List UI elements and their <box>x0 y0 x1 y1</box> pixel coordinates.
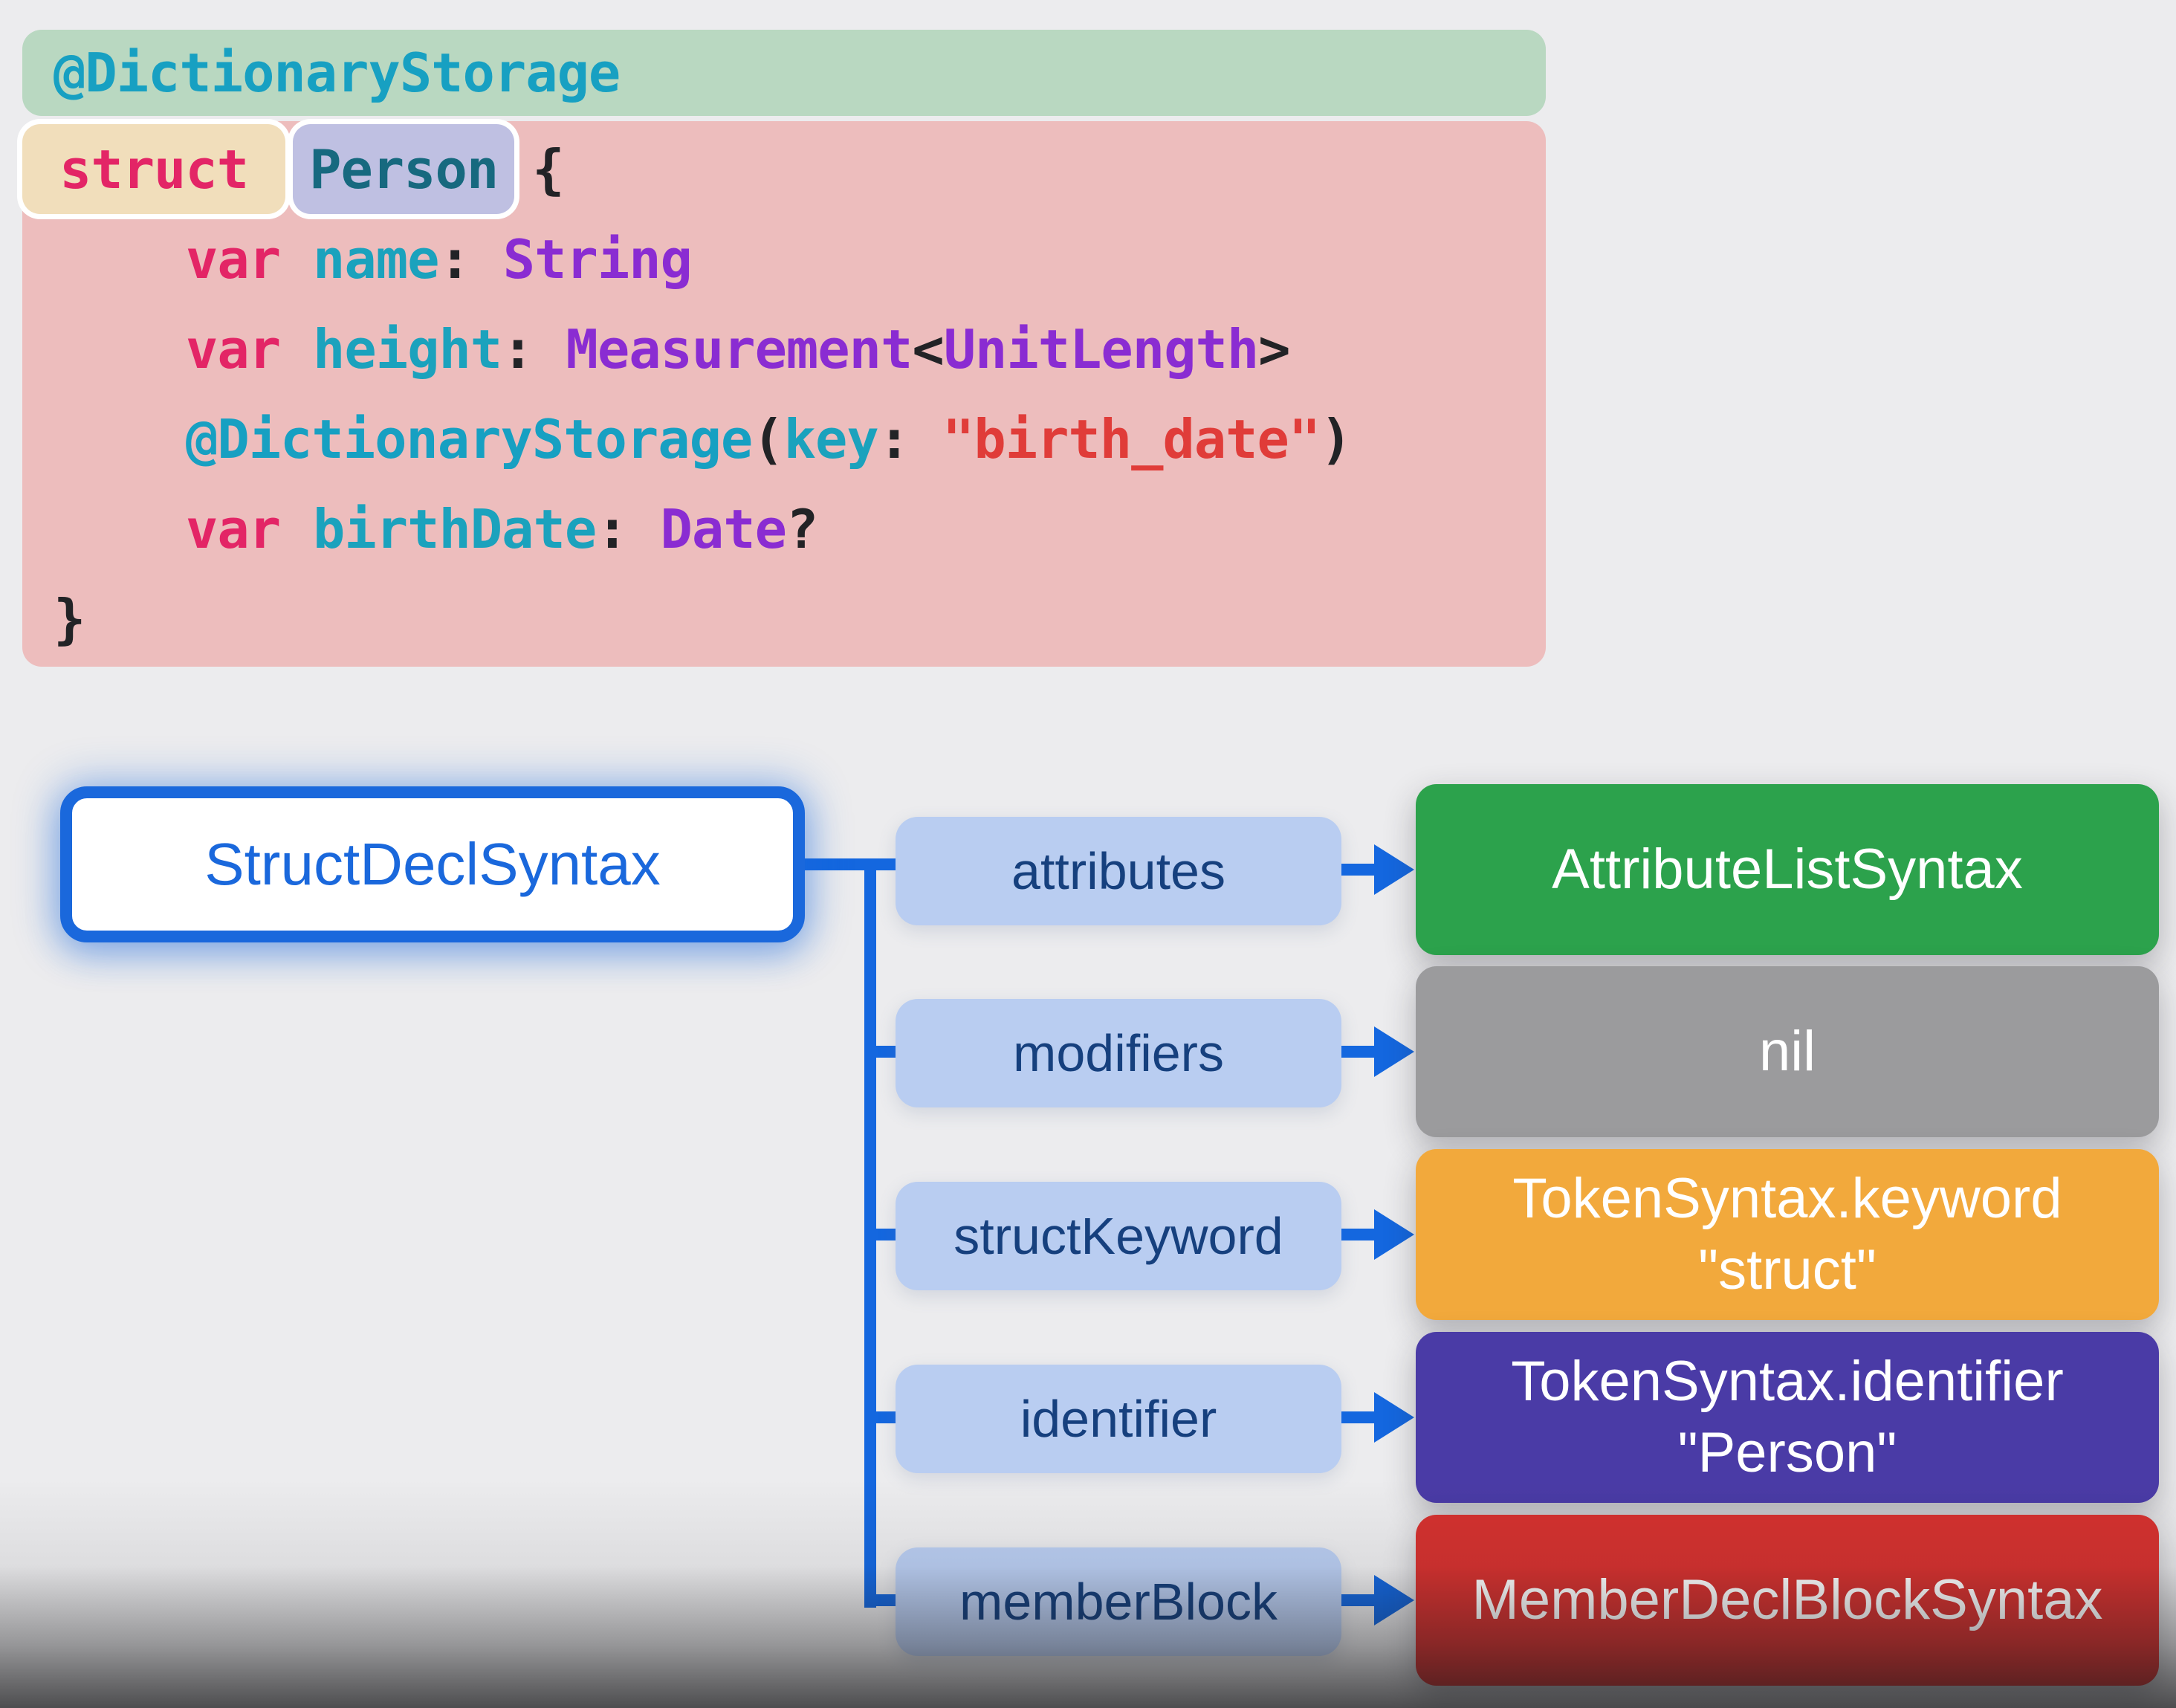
row-label: identifier <box>896 1365 1341 1473</box>
colon-token: : <box>878 407 910 470</box>
value-text-line2: "Person" <box>1677 1421 1897 1484</box>
value-node: AttributeListSyntax <box>1416 784 2159 955</box>
tree-row-memberblock: memberBlock MemberDeclBlockSyntax <box>0 1515 2176 1686</box>
row-label: structKeyword <box>896 1182 1341 1290</box>
arrow-icon <box>1374 1575 1414 1625</box>
root-node-structdeclsyntax: StructDeclSyntax <box>60 786 805 942</box>
code-line-var-height: var height : Measurement < UnitLength > <box>22 304 1546 394</box>
attribute-token: @DictionaryStorage <box>186 407 753 470</box>
code-line-declaration: struct Person { <box>22 124 1546 214</box>
tree-row-modifiers: modifiers nil <box>0 966 2176 1137</box>
arrow-icon <box>1341 1411 1379 1423</box>
tree-row-structkeyword: structKeyword TokenSyntax.keyword "struc… <box>0 1149 2176 1320</box>
colon-token: : <box>502 317 534 381</box>
attribute-token: @DictionaryStorage <box>54 42 621 104</box>
open-paren-token: ( <box>752 407 784 470</box>
colon-token: : <box>596 497 628 560</box>
type-name-chip: Person <box>293 124 515 214</box>
close-angle-token: > <box>1258 317 1290 381</box>
value-text: AttributeListSyntax <box>1552 838 2023 901</box>
value-node: TokenSyntax.identifier "Person" <box>1416 1332 2159 1503</box>
struct-keyword-chip: struct <box>22 124 286 214</box>
arrow-icon <box>1341 1229 1379 1240</box>
value-text: MemberDeclBlockSyntax <box>1471 1568 2103 1631</box>
arrow-icon <box>1374 1209 1414 1260</box>
arrow-icon <box>1341 1594 1379 1606</box>
struct-body-block: struct Person { var name : String var he… <box>22 121 1546 667</box>
row-label: attributes <box>896 817 1341 925</box>
value-node: TokenSyntax.keyword "struct" <box>1416 1149 2159 1320</box>
code-line-close-brace: } <box>22 574 1546 664</box>
code-line-var-birthdate: var birthDate : Date ? <box>22 484 1546 574</box>
attribute-line-chip: @DictionaryStorage <box>22 30 1546 116</box>
arrow-icon <box>1374 1026 1414 1077</box>
keyword-token: var <box>186 497 281 560</box>
row-label: memberBlock <box>896 1547 1341 1656</box>
value-text-line2: "struct" <box>1698 1238 1877 1301</box>
connector-trunk <box>864 858 876 1608</box>
type-token: Date <box>660 497 787 560</box>
property-token: birthDate <box>313 497 597 560</box>
value-text: nil <box>1758 1020 1816 1083</box>
argument-label-token: key <box>783 407 879 470</box>
value-node: nil <box>1416 966 2159 1137</box>
row-label: modifiers <box>896 999 1341 1107</box>
value-node: MemberDeclBlockSyntax <box>1416 1515 2159 1686</box>
question-mark-token: ? <box>786 497 818 560</box>
open-angle-token: < <box>912 317 944 381</box>
colon-token: : <box>438 227 470 291</box>
type-token: Measurement <box>566 317 913 381</box>
string-literal-token: "birth_date" <box>942 407 1321 470</box>
code-line-var-name: var name : String <box>22 214 1546 304</box>
arrow-icon <box>1341 1046 1379 1058</box>
property-token: name <box>313 227 439 291</box>
arrow-icon <box>1341 864 1379 876</box>
connector-root-horizontal <box>799 858 896 870</box>
property-token: height <box>313 317 502 381</box>
arrow-icon <box>1374 1392 1414 1443</box>
arrow-icon <box>1374 844 1414 895</box>
close-brace-token: } <box>54 587 85 650</box>
generic-type-token: UnitLength <box>943 317 1259 381</box>
type-name-token: Person <box>309 138 499 201</box>
type-token: String <box>502 227 693 291</box>
close-paren-token: ) <box>1320 407 1352 470</box>
tree-row-identifier: identifier TokenSyntax.identifier "Perso… <box>0 1332 2176 1503</box>
value-text: TokenSyntax.identifier <box>1511 1350 2064 1413</box>
tree-row-attributes: attributes AttributeListSyntax <box>0 784 2176 955</box>
keyword-token: var <box>186 227 281 291</box>
value-text: TokenSyntax.keyword <box>1512 1167 2062 1230</box>
keyword-token: struct <box>59 138 249 201</box>
code-line-attribute-call: @DictionaryStorage ( key : "birth_date" … <box>22 394 1546 484</box>
open-brace-token: { <box>532 138 564 201</box>
keyword-token: var <box>186 317 281 381</box>
